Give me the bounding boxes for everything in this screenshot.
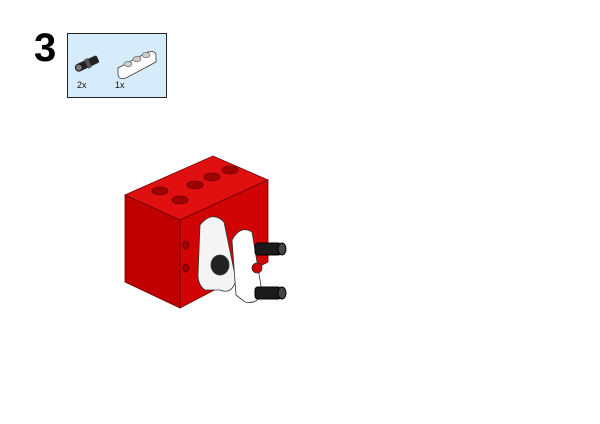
white-beam-back [197,216,237,292]
black-connector-pin [254,242,287,256]
step-number: 3 [34,26,57,70]
parts-icons [74,51,157,79]
connector-pin-icon [74,55,99,72]
white-beam-icon [117,51,157,79]
black-connector-pin [254,286,287,300]
parts-list-box: 2x 1x [67,33,167,98]
quantity-label: 2x [77,80,87,90]
quantity-label: 1x [115,80,125,90]
